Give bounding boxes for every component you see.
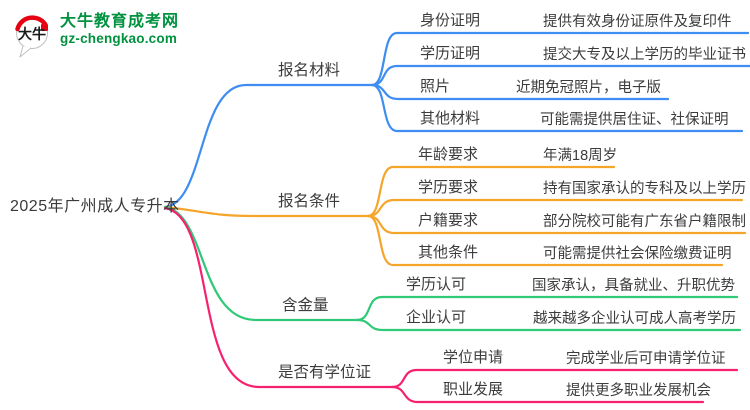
node-label-id-proof: 身份证明 — [420, 12, 481, 29]
node-desc-household-req: 部分院校可能有广东省户籍限制 — [543, 214, 746, 230]
node-label-other-conditions: 其他条件 — [418, 244, 479, 261]
branch-lines-signup-conditions — [163, 165, 747, 267]
logo-subtitle: gz-chengkao.com — [60, 31, 178, 47]
node-label-photo: 照片 — [420, 78, 451, 95]
logo-bull-icon: 大牛 — [15, 15, 48, 58]
node-label-career-development: 职业发展 — [443, 381, 504, 398]
node-label-household-req: 户籍要求 — [418, 212, 479, 229]
node-label-other-materials: 其他材料 — [420, 110, 481, 127]
svg-text:大牛: 大牛 — [18, 26, 46, 42]
branch-lines-degree-cert — [163, 206, 739, 404]
node-label-degree-application: 学位申请 — [443, 349, 504, 366]
branch-label-value: 含金量 — [282, 297, 329, 314]
node-label-edu-proof: 学历证明 — [420, 45, 481, 62]
node-desc-other-materials: 可能需提供居住证、社保证明 — [540, 112, 729, 128]
branch-label-signup-materials: 报名材料 — [278, 62, 341, 79]
node-desc-edu-proof: 提交大专及以上学历的毕业证书 — [543, 47, 746, 63]
node-label-edu-req: 学历要求 — [418, 179, 479, 196]
node-desc-company-recognition: 越来越多企业认可成人高考学历 — [533, 311, 736, 327]
node-desc-degree-application: 完成学业后可申请学位证 — [566, 351, 726, 367]
node-desc-age-req: 年满18周岁 — [543, 148, 618, 164]
branch-label-signup-conditions: 报名条件 — [278, 193, 341, 210]
node-desc-edu-req: 持有国家承认的专科及以上学历 — [543, 181, 746, 197]
node-desc-career-development: 提供更多职业发展机会 — [566, 383, 711, 399]
logo-text: 大牛教育成考网 gz-chengkao.com — [60, 12, 179, 47]
site-logo: 大牛 大牛教育成考网 gz-chengkao.com — [12, 12, 179, 60]
branch-lines-signup-materials — [163, 31, 750, 209]
root-topic: 2025年广州成人专升本 — [10, 198, 180, 215]
node-label-age-req: 年龄要求 — [418, 146, 479, 163]
node-desc-other-conditions: 可能需提供社会保险缴费证明 — [543, 246, 732, 262]
node-desc-edu-recognition: 国家承认，具备就业、升职优势 — [532, 278, 735, 294]
branch-label-degree-cert: 是否有学位证 — [278, 364, 372, 381]
node-desc-photo: 近期免冠照片，电子版 — [516, 80, 661, 96]
node-label-edu-recognition: 学历认可 — [406, 276, 467, 293]
logo-title: 大牛教育成考网 — [60, 13, 180, 30]
node-desc-id-proof: 提供有效身份证原件及复印件 — [543, 14, 732, 30]
node-label-company-recognition: 企业认可 — [406, 309, 467, 326]
